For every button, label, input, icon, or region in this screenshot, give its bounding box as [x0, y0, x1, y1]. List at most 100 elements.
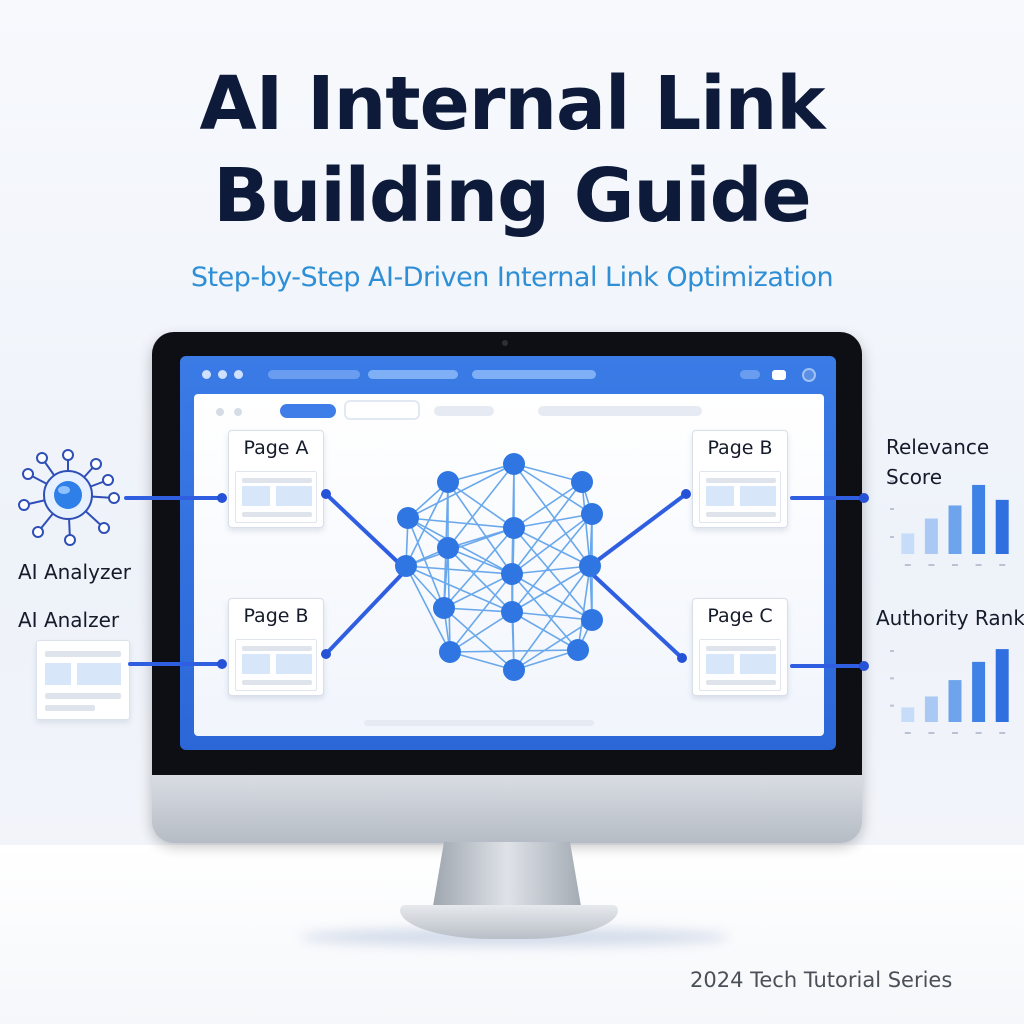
axis-tick: [952, 732, 958, 734]
axis-tick: [975, 732, 982, 734]
network-edge: [407, 517, 445, 609]
page-thumbnail: [235, 639, 317, 691]
camera-dot: [502, 340, 508, 346]
network-node: [437, 537, 459, 559]
network-edge: [513, 463, 591, 567]
chart-bar: [901, 533, 915, 554]
ai-analyzer-icon[interactable]: [18, 449, 120, 546]
network-edge: [513, 527, 591, 567]
axis-tick: [928, 564, 935, 566]
analyzer-document: [36, 640, 130, 720]
axis-tick: [952, 564, 958, 566]
network-edge: [511, 513, 593, 613]
network-node: [501, 563, 523, 585]
chart-bar: [995, 649, 1009, 722]
toolbar-toggle-icon[interactable]: [772, 370, 786, 380]
network-edges: [405, 463, 593, 671]
axis-tick: [890, 536, 894, 538]
profile-icon[interactable]: [802, 368, 816, 382]
page-card-b-left[interactable]: Page B: [228, 598, 324, 696]
pane-dot: [216, 408, 224, 416]
relevance-score-chart: [890, 480, 1009, 566]
chart-bar: [995, 499, 1009, 554]
window-dot[interactable]: [202, 370, 211, 379]
network-edge: [513, 619, 593, 671]
page-title: AI Internal Link Building Guide: [0, 58, 1024, 242]
page-card-b-right[interactable]: Page B: [692, 430, 788, 528]
network-edge: [405, 565, 513, 613]
network-node: [579, 555, 601, 577]
pane-bar: [538, 406, 702, 416]
network-edge: [511, 573, 579, 651]
network-edge: [581, 481, 591, 567]
network-edge: [511, 573, 593, 621]
axis-tick: [890, 508, 894, 510]
toolbar-icon[interactable]: [740, 370, 760, 379]
connector-endpoints-right: [677, 489, 869, 671]
network-node: [437, 471, 459, 493]
axis-tick: [890, 480, 894, 482]
active-tab[interactable]: [280, 404, 336, 418]
network-edge: [443, 573, 513, 609]
chart-bar: [972, 484, 986, 554]
axis-tick: [904, 564, 911, 566]
pane-footer-bar: [364, 720, 594, 726]
page-card-c[interactable]: Page C: [692, 598, 788, 696]
network-node: [395, 555, 417, 577]
network-edge: [449, 611, 513, 653]
network-node: [567, 639, 589, 661]
network-node: [503, 659, 525, 681]
network-edge: [511, 481, 583, 575]
address-bar[interactable]: [268, 370, 360, 379]
browser-tab[interactable]: [344, 400, 420, 420]
axis-tick: [999, 732, 1006, 734]
network-edge: [443, 607, 515, 671]
title-line-2: Building Guide: [213, 153, 812, 239]
right-connectors: [588, 492, 866, 668]
network-edge: [405, 527, 515, 567]
page-card-label: Page A: [243, 437, 309, 459]
axis-tick: [890, 704, 894, 707]
network-edge: [513, 481, 583, 529]
axis-tick: [890, 650, 894, 652]
network-edge: [405, 565, 513, 575]
window-dot[interactable]: [218, 370, 227, 379]
window-dot[interactable]: [234, 370, 243, 379]
network-nodes: [395, 453, 603, 681]
page-card-a[interactable]: Page A: [228, 430, 324, 528]
network-edge: [447, 463, 515, 483]
network-node: [503, 453, 525, 475]
axis-tick: [928, 732, 935, 734]
relevance-score-title: Relevance Score: [886, 435, 990, 489]
monitor-neck: [432, 842, 582, 912]
page-thumbnail: [235, 471, 317, 523]
browser-top-bar: [180, 356, 836, 392]
footer-series: 2024 Tech Tutorial Series: [690, 968, 953, 992]
pane-dot: [234, 408, 242, 416]
network-edge: [511, 611, 593, 621]
address-segment: [368, 370, 458, 379]
authority-rank-title: Authority Rank: [876, 606, 1024, 630]
network-edge: [447, 463, 515, 549]
network-node: [581, 503, 603, 525]
network-edge: [447, 547, 513, 575]
network-edge: [511, 611, 579, 651]
network-node: [581, 609, 603, 631]
network-edge: [407, 517, 515, 529]
network-edge: [407, 517, 513, 575]
network-edge: [513, 463, 593, 515]
network-edge: [513, 513, 593, 529]
subtitle: Step-by-Step AI-Driven Internal Link Opt…: [190, 262, 834, 293]
network-node: [439, 641, 461, 663]
authority-rank-chart: [890, 649, 1009, 734]
network-edge: [449, 573, 513, 653]
network-edge: [577, 565, 591, 651]
network-node: [571, 471, 593, 493]
monitor-chin: [152, 775, 862, 843]
title-line-1: AI Internal Link: [199, 61, 826, 147]
chart-bar: [924, 696, 938, 722]
pane-bar: [434, 406, 494, 416]
left-connectors: [124, 492, 406, 666]
network-node: [503, 517, 525, 539]
